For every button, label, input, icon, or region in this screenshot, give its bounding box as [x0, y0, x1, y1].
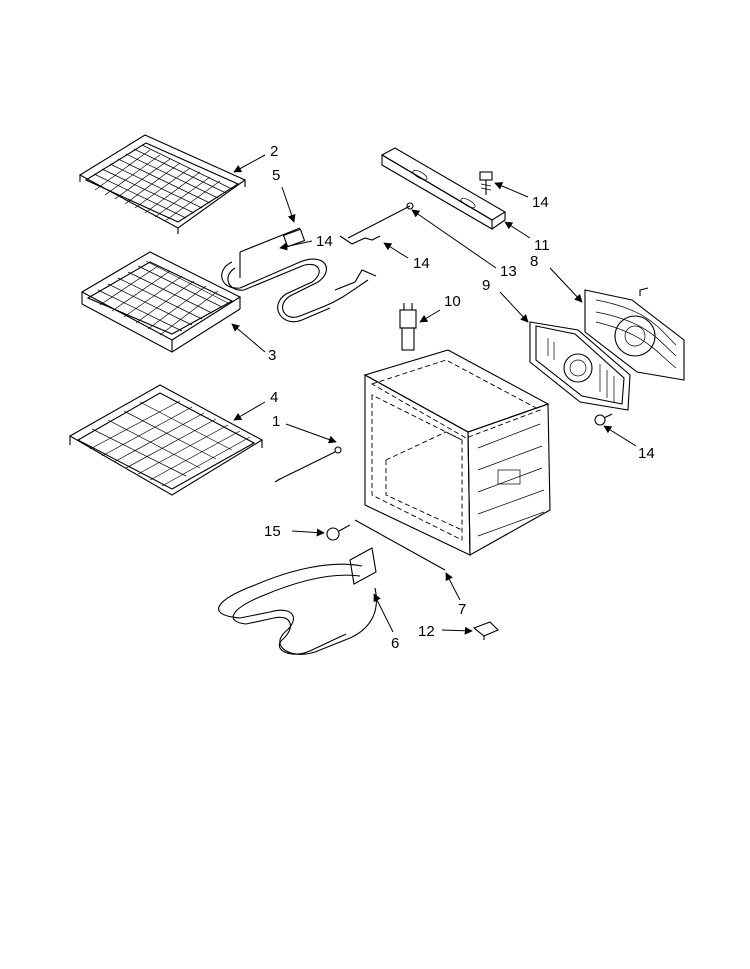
thermal-switch [399, 303, 417, 351]
leader-6 [373, 593, 394, 633]
callout-labels: 2 5 14 14 13 14 11 8 9 10 3 4 1 14 15 7 … [264, 143, 655, 652]
oven-rack-slide [80, 251, 242, 353]
leader-3 [231, 323, 266, 353]
leader-12 [441, 626, 473, 635]
callout-11: 11 [534, 237, 550, 254]
leader-10 [419, 309, 441, 323]
convection-element [584, 287, 685, 381]
leader-14b [383, 242, 409, 259]
bake-element [218, 547, 377, 655]
screw-right [594, 413, 613, 426]
callout-15: 15 [264, 523, 281, 540]
oven-rack-top [78, 134, 247, 234]
mounting-bracket [380, 147, 507, 230]
leader-13 [411, 209, 497, 269]
callout-8: 8 [530, 253, 538, 270]
callout-14b: 14 [413, 255, 430, 272]
oven-rack-bottom [68, 384, 264, 496]
callout-4: 4 [270, 389, 278, 406]
callout-14c: 14 [532, 194, 549, 211]
callout-2: 2 [270, 143, 278, 160]
convection-fan-cover [529, 321, 631, 411]
oven-cavity [363, 349, 551, 556]
leader-14c [494, 182, 529, 198]
callout-14d: 14 [638, 445, 655, 462]
leader-14d [603, 425, 637, 447]
callout-7: 7 [458, 601, 466, 618]
callout-3: 3 [268, 347, 276, 364]
leader-15 [291, 528, 325, 537]
rod [354, 519, 446, 571]
meat-probe-wire [274, 446, 342, 483]
leader-lines [231, 154, 637, 635]
leader-11 [504, 221, 531, 239]
callout-6: 6 [391, 635, 399, 652]
leader-7 [445, 572, 461, 601]
leader-4 [233, 401, 266, 421]
callout-1: 1 [272, 413, 280, 430]
clip [472, 621, 499, 640]
leader-9 [499, 291, 529, 323]
temperature-sensor [339, 202, 414, 245]
callout-13: 13 [500, 263, 517, 280]
callout-5: 5 [272, 167, 280, 184]
broil-element [221, 227, 377, 323]
screw-top [479, 171, 493, 195]
callout-9: 9 [482, 277, 490, 294]
leader-5 [281, 186, 296, 223]
leader-14a [279, 240, 313, 251]
callout-10: 10 [444, 293, 461, 310]
screw-bottom [326, 524, 351, 541]
leader-2 [233, 154, 266, 173]
leader-8 [549, 267, 583, 303]
callout-14a: 14 [316, 233, 333, 250]
callout-12: 12 [418, 623, 435, 640]
leader-1 [285, 423, 337, 444]
